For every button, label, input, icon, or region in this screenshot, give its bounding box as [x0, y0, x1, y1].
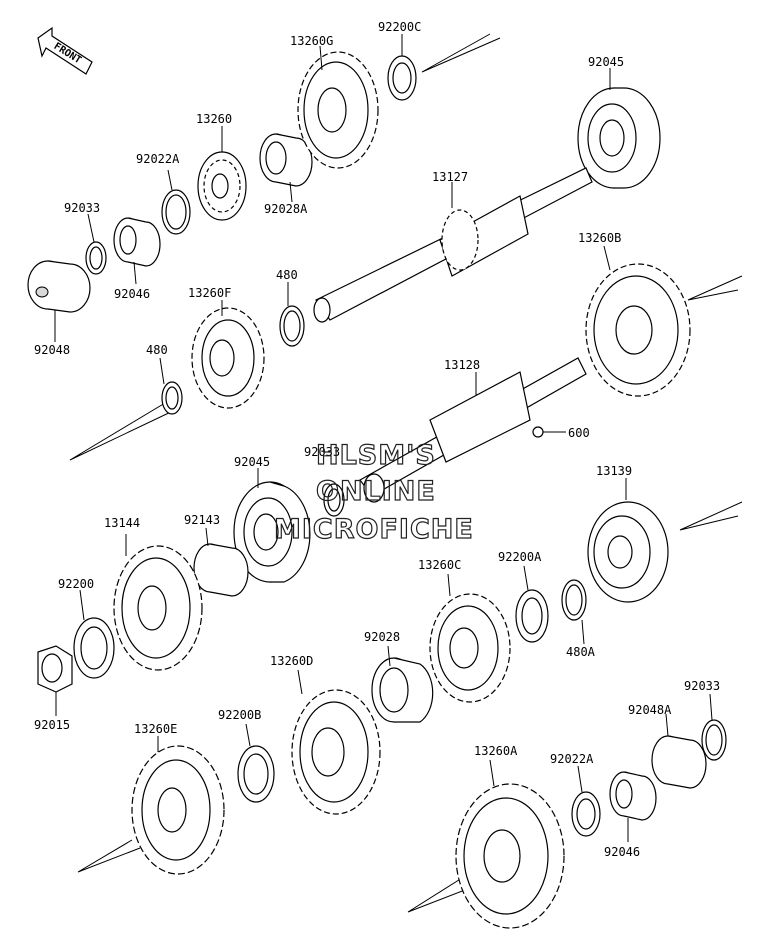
watermark-line-1: HLSM'S [316, 440, 436, 471]
watermark: HLSM'S ONLINE MICROFICHE [273, 439, 474, 545]
label-92033-left: 92033 [64, 201, 100, 215]
label-92200: 92200 [58, 577, 94, 591]
label-92045-mid: 92045 [234, 455, 270, 469]
label-480-left: 480 [146, 343, 168, 357]
label-13128: 13128 [444, 358, 480, 372]
label-92048: 92048 [34, 343, 70, 357]
label-13144: 13144 [104, 516, 140, 530]
label-92200C: 92200C [378, 20, 421, 34]
part-92045-ball-bearing-mid[interactable] [233, 481, 311, 583]
label-92022A-right: 92022A [550, 752, 594, 766]
label-13260B: 13260B [578, 231, 621, 245]
part-92033-hidden-circlip[interactable] [323, 483, 345, 517]
part-480-circlip-left[interactable] [161, 381, 183, 415]
part-13260G-gear[interactable] [297, 51, 379, 169]
label-92046-left: 92046 [114, 287, 150, 301]
label-92045-top: 92045 [588, 55, 624, 69]
label-600: 600 [568, 426, 590, 440]
label-92033-right: 92033 [684, 679, 720, 693]
label-92200B: 92200B [218, 708, 261, 722]
part-13260A-gear[interactable] [455, 783, 565, 929]
part-600-steel-ball[interactable] [532, 426, 544, 438]
label-13260C: 13260C [418, 558, 461, 572]
part-92200-washer[interactable] [73, 617, 115, 679]
part-92022A-washer[interactable] [161, 189, 191, 235]
part-13260E-gear[interactable] [131, 745, 225, 875]
part-92033-circlip-right[interactable] [701, 719, 727, 761]
label-92143: 92143 [184, 513, 220, 527]
part-13139-shift-drum[interactable] [587, 501, 669, 603]
part-480A-circlip[interactable] [561, 579, 587, 621]
part-92200A-washer[interactable] [515, 589, 549, 643]
part-13260F-gear[interactable] [191, 307, 265, 409]
label-13260: 13260 [196, 112, 232, 126]
label-92022A: 92022A [136, 152, 180, 166]
watermark-line-3: MICROFICHE [274, 514, 474, 545]
label-92028A: 92028A [264, 202, 308, 216]
label-13127: 13127 [432, 170, 468, 184]
callout-labels: 13260G 92200C 92045 13260 92022A 92028A … [34, 20, 720, 859]
label-480A: 480A [566, 645, 596, 659]
label-13260G: 13260G [290, 34, 333, 48]
part-92048-cap[interactable] [27, 260, 91, 313]
part-13127-input-shaft[interactable] [313, 167, 593, 323]
label-92033-hidden: 92033 [304, 445, 340, 459]
part-92045-ball-bearing[interactable] [577, 87, 661, 189]
label-92200A: 92200A [498, 550, 542, 564]
part-92028A-bearing[interactable] [259, 133, 313, 187]
label-92028: 92028 [364, 630, 400, 644]
part-13260C-gear[interactable] [429, 593, 511, 703]
label-13260D: 13260D [270, 654, 313, 668]
part-480-circlip-upper[interactable] [279, 305, 305, 347]
part-92033-circlip[interactable] [85, 241, 107, 275]
part-92015-nut[interactable] [37, 645, 73, 693]
part-92046-needle-bearing[interactable] [113, 217, 161, 267]
part-92048A-collar[interactable] [651, 735, 707, 789]
part-13128-output-shaft[interactable] [359, 357, 587, 503]
part-92046-needle-bearing-right[interactable] [609, 771, 657, 821]
part-13144-sprocket[interactable] [113, 545, 203, 671]
part-13260B-gear[interactable] [585, 263, 691, 397]
label-13139: 13139 [596, 464, 632, 478]
label-13260E: 13260E [134, 722, 177, 736]
front-arrow-badge: FRONT [37, 26, 93, 75]
part-13260-gear[interactable] [197, 151, 247, 221]
label-92046-right: 92046 [604, 845, 640, 859]
part-92143-collar[interactable] [193, 543, 249, 597]
label-92048A: 92048A [628, 703, 672, 717]
label-13260F: 13260F [188, 286, 231, 300]
part-92022A-washer-right[interactable] [571, 791, 601, 837]
label-13260A: 13260A [474, 744, 518, 758]
label-92015: 92015 [34, 718, 70, 732]
part-92200C-washer[interactable] [387, 55, 417, 101]
axis-lines [69, 33, 743, 913]
part-92028-bearing[interactable] [371, 657, 434, 723]
part-92200B-washer[interactable] [237, 745, 275, 803]
label-480-upper: 480 [276, 268, 298, 282]
part-13260D-gear[interactable] [291, 689, 381, 815]
watermark-line-2: ONLINE [316, 476, 436, 507]
